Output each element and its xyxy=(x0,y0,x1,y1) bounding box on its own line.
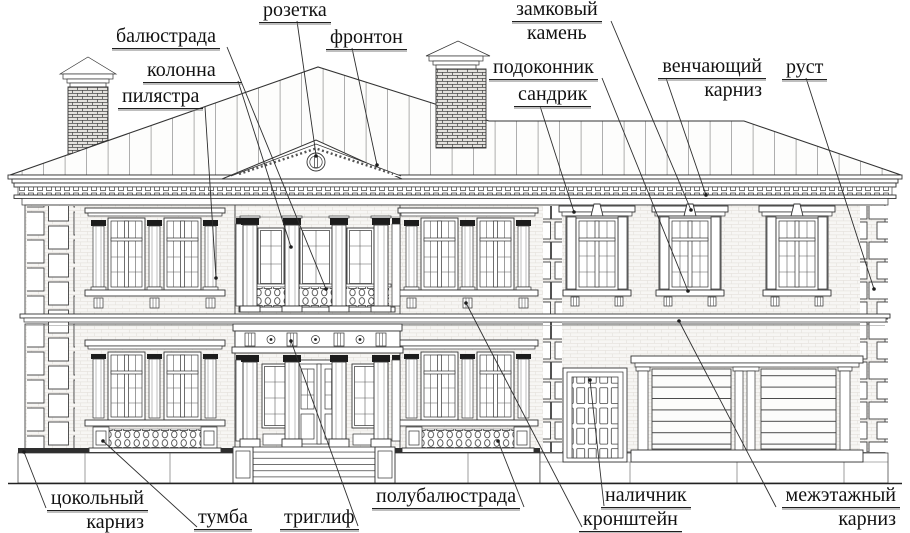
label-pediment: фронтон xyxy=(326,26,407,50)
side-door xyxy=(562,367,628,463)
rustication-quoins xyxy=(27,206,888,452)
chimney-right xyxy=(425,40,491,149)
interfloor-cornice xyxy=(19,313,891,326)
label-half-balustrade: полубалюстрада xyxy=(372,485,521,509)
label-window-sill: подоконник xyxy=(489,56,598,80)
portico-lower xyxy=(231,323,404,484)
label-pedestal: тумба xyxy=(194,506,252,530)
rosette xyxy=(306,152,326,172)
chimney-left xyxy=(58,56,118,156)
columns-upper xyxy=(239,215,392,313)
leader-lines xyxy=(22,20,876,528)
pediment xyxy=(221,139,403,180)
label-column: колонна xyxy=(143,59,242,83)
entrance-steps xyxy=(232,446,396,484)
label-pilaster: пилястра xyxy=(118,85,204,109)
right-wing-window-1 xyxy=(558,203,636,307)
label-casing: наличник xyxy=(601,484,691,508)
right-wing-window-2 xyxy=(651,203,729,307)
gates xyxy=(630,355,864,463)
portico-upper xyxy=(235,215,401,313)
crowning-cornice xyxy=(13,182,897,206)
label-balustrade: балюстрада xyxy=(112,25,220,49)
label-rustication: руст xyxy=(782,56,828,80)
right-wing-window-3 xyxy=(758,203,836,307)
label-triglyph: триглиф xyxy=(280,506,359,530)
columns-lower xyxy=(239,355,392,448)
label-sandrik: сандрик xyxy=(514,83,592,107)
label-rosette: розетка xyxy=(259,0,331,23)
label-bracket: кронштейн xyxy=(579,508,682,532)
